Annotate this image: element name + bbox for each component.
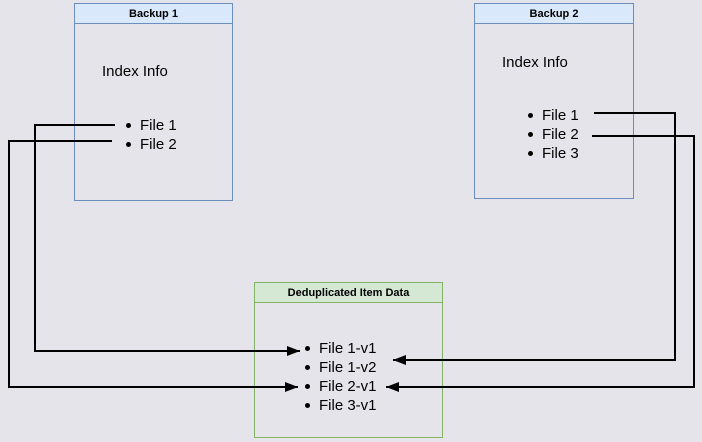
backup1-index-info-label: Index Info [102, 63, 168, 80]
deduplicated-item-data-box: Deduplicated Item Data File 1-v1 File 1-… [254, 282, 443, 438]
file-label: File 1-v2 [319, 359, 377, 376]
dedup-file-list: File 1-v1 File 1-v2 File 2-v1 File 3-v1 [305, 339, 377, 415]
file-list-item: File 2-v1 [305, 377, 377, 396]
bullet-icon [126, 142, 131, 147]
file-list-item: File 1 [528, 106, 579, 125]
bullet-icon [528, 113, 533, 118]
bullet-icon [305, 384, 310, 389]
file-label: File 2 [140, 136, 177, 153]
backup2-title: Backup 2 [475, 4, 633, 24]
file-list-item: File 1-v2 [305, 358, 377, 377]
file-label: File 1 [140, 117, 177, 134]
backup2-index-info-label: Index Info [502, 54, 568, 71]
bullet-icon [305, 403, 310, 408]
backup2-file-list: File 1 File 2 File 3 [528, 106, 579, 163]
file-list-item: File 2 [528, 125, 579, 144]
file-list-item: File 1 [126, 116, 177, 135]
file-list-item: File 3-v1 [305, 396, 377, 415]
backup1-title: Backup 1 [75, 4, 232, 24]
backup1-file-list: File 1 File 2 [126, 116, 177, 154]
bullet-icon [126, 123, 131, 128]
file-label: File 3 [542, 145, 579, 162]
file-list-item: File 1-v1 [305, 339, 377, 358]
file-label: File 2-v1 [319, 378, 377, 395]
file-label: File 1 [542, 107, 579, 124]
bullet-icon [305, 346, 310, 351]
bullet-icon [305, 365, 310, 370]
bullet-icon [528, 132, 533, 137]
file-label: File 2 [542, 126, 579, 143]
backup1-box: Backup 1 Index Info File 1 File 2 [74, 3, 233, 201]
file-label: File 3-v1 [319, 397, 377, 414]
file-list-item: File 2 [126, 135, 177, 154]
file-label: File 1-v1 [319, 340, 377, 357]
dedup-title: Deduplicated Item Data [255, 283, 442, 303]
file-list-item: File 3 [528, 144, 579, 163]
bullet-icon [528, 151, 533, 156]
backup2-box: Backup 2 Index Info File 1 File 2 File 3 [474, 3, 634, 199]
